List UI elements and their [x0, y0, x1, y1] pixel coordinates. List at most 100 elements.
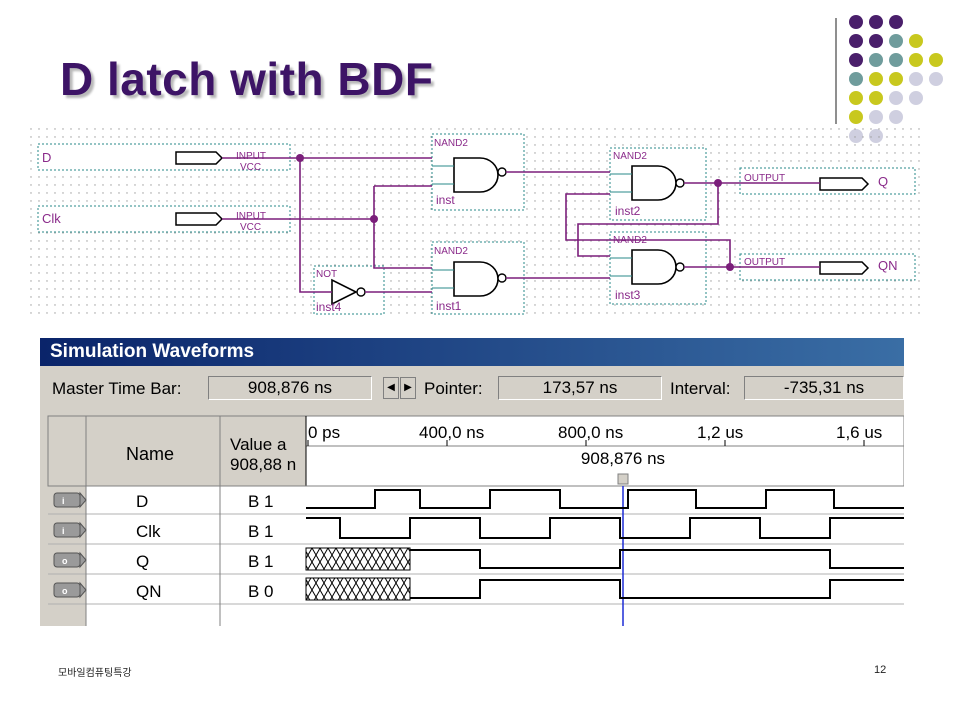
master-time-bar-label: Master Time Bar: — [52, 379, 182, 398]
decorative-dot — [869, 72, 883, 86]
time-tick-label: 800,0 ns — [558, 423, 623, 442]
decorative-dot-grid — [835, 15, 943, 143]
svg-text:INPUT: INPUT — [236, 151, 266, 162]
footer-course-name: 모바일컴퓨팅특강 — [58, 668, 132, 679]
interval-label: Interval: — [670, 379, 731, 398]
output-pin-icon[interactable]: o — [53, 581, 87, 599]
decorative-dot — [869, 34, 883, 48]
decorative-dot — [889, 110, 903, 124]
prev-transition-button[interactable]: ◀ — [383, 377, 399, 399]
output-label-qn: QN — [878, 258, 898, 273]
waveform-qn-undefined — [305, 577, 411, 601]
window-titlebar: Simulation Waveforms — [40, 338, 904, 366]
time-tick-label: 1,2 us — [697, 423, 743, 442]
waveform-d — [306, 489, 904, 509]
decorative-dot — [849, 91, 863, 105]
signal-name[interactable]: Q — [136, 552, 149, 571]
svg-text:inst1: inst1 — [436, 299, 462, 313]
decorative-dot — [869, 91, 883, 105]
output-label-q: Q — [878, 174, 888, 189]
next-transition-button[interactable]: ▶ — [400, 377, 416, 399]
decorative-dot — [909, 53, 923, 67]
svg-text:i: i — [62, 496, 65, 506]
decorative-dot — [849, 15, 863, 29]
svg-text:VCC: VCC — [240, 222, 261, 233]
svg-text:inst: inst — [436, 193, 455, 207]
svg-text:VCC: VCC — [240, 162, 261, 173]
simulation-waveforms-window: Simulation Waveforms Master Time Bar: 90… — [40, 338, 904, 626]
decorative-dot — [849, 53, 863, 67]
output-pin-q: OUTPUT Q — [739, 167, 916, 195]
decorative-dot — [929, 53, 943, 67]
slide-page-number: 12 — [874, 664, 887, 676]
signal-name[interactable]: QN — [136, 582, 162, 601]
window-title: Simulation Waveforms — [50, 341, 255, 362]
output-pin-icon[interactable]: o — [53, 551, 87, 569]
signal-value: B 1 — [248, 522, 274, 541]
decorative-dot — [869, 110, 883, 124]
decorative-dot — [909, 72, 923, 86]
svg-text:INPUT: INPUT — [236, 211, 266, 222]
time-bar-marker-label: 908,876 ns — [581, 449, 665, 468]
signal-name[interactable]: Clk — [136, 522, 161, 541]
master-time-bar-field[interactable]: 908,876 ns — [208, 376, 372, 400]
pointer-label: Pointer: — [424, 379, 483, 398]
signal-value: B 1 — [248, 552, 274, 571]
svg-text:NAND2: NAND2 — [434, 246, 468, 257]
decorative-dot — [929, 72, 943, 86]
svg-text:NOT: NOT — [316, 269, 337, 280]
decorative-dot — [889, 53, 903, 67]
svg-text:o: o — [62, 586, 68, 596]
input-pin-icon[interactable]: i — [53, 521, 87, 539]
svg-text:OUTPUT: OUTPUT — [744, 173, 785, 184]
signal-value: B 1 — [248, 492, 274, 511]
time-tick-label: 1,6 us — [836, 423, 882, 442]
decorative-dot — [909, 91, 923, 105]
svg-text:i: i — [62, 526, 65, 536]
input-pin-d: D INPUT VCC — [37, 143, 291, 173]
decorative-dot — [849, 110, 863, 124]
signal-name[interactable]: D — [136, 492, 148, 511]
svg-text:o: o — [62, 556, 68, 566]
time-tick-label: 400,0 ns — [419, 423, 484, 442]
input-pin-icon[interactable]: i — [53, 491, 87, 509]
time-bar-handle[interactable] — [617, 473, 629, 485]
nand-gate-inst1: NAND2 inst1 — [431, 241, 525, 315]
not-gate-inst4: NOT inst4 — [313, 265, 385, 315]
time-tick-label: 0 ps — [308, 423, 340, 442]
decorative-dot — [889, 72, 903, 86]
nand-gate-inst3: NAND2 inst3 — [609, 231, 707, 305]
name-column-header: Name — [126, 444, 174, 464]
waveform-qn — [410, 579, 904, 599]
decorative-dot — [869, 15, 883, 29]
junction-dots — [296, 154, 734, 271]
svg-text:inst3: inst3 — [615, 288, 641, 302]
decorative-dot — [849, 72, 863, 86]
svg-text:NAND2: NAND2 — [434, 138, 468, 149]
decorative-dot — [849, 34, 863, 48]
svg-text:NAND2: NAND2 — [613, 151, 647, 162]
waveform-clk — [306, 517, 904, 539]
pointer-field[interactable]: 173,57 ns — [498, 376, 662, 400]
svg-text:OUTPUT: OUTPUT — [744, 257, 785, 268]
svg-text:inst2: inst2 — [615, 204, 641, 218]
decorative-dot — [869, 53, 883, 67]
bdf-schematic: D INPUT VCC Clk INPUT VCC NAND2 inst NAN… — [30, 128, 920, 320]
slide-title: D latch with BDF — [60, 53, 434, 105]
wires — [222, 157, 820, 293]
interval-field[interactable]: -735,31 ns — [744, 376, 904, 400]
pin-label-clk: Clk — [42, 211, 61, 226]
decorative-dot — [909, 34, 923, 48]
pin-label-d: D — [42, 150, 51, 165]
waveform-q — [410, 549, 904, 569]
value-column-header-time: 908,88 n — [230, 455, 296, 474]
decorative-dot — [889, 34, 903, 48]
svg-text:inst4: inst4 — [316, 300, 342, 314]
nand-gate-inst: NAND2 inst — [431, 133, 525, 211]
waveforms — [306, 489, 904, 599]
signal-value: B 0 — [248, 582, 274, 601]
decorative-dot — [889, 15, 903, 29]
nand-gate-inst2: NAND2 inst2 — [609, 147, 707, 221]
decorative-dot — [889, 91, 903, 105]
